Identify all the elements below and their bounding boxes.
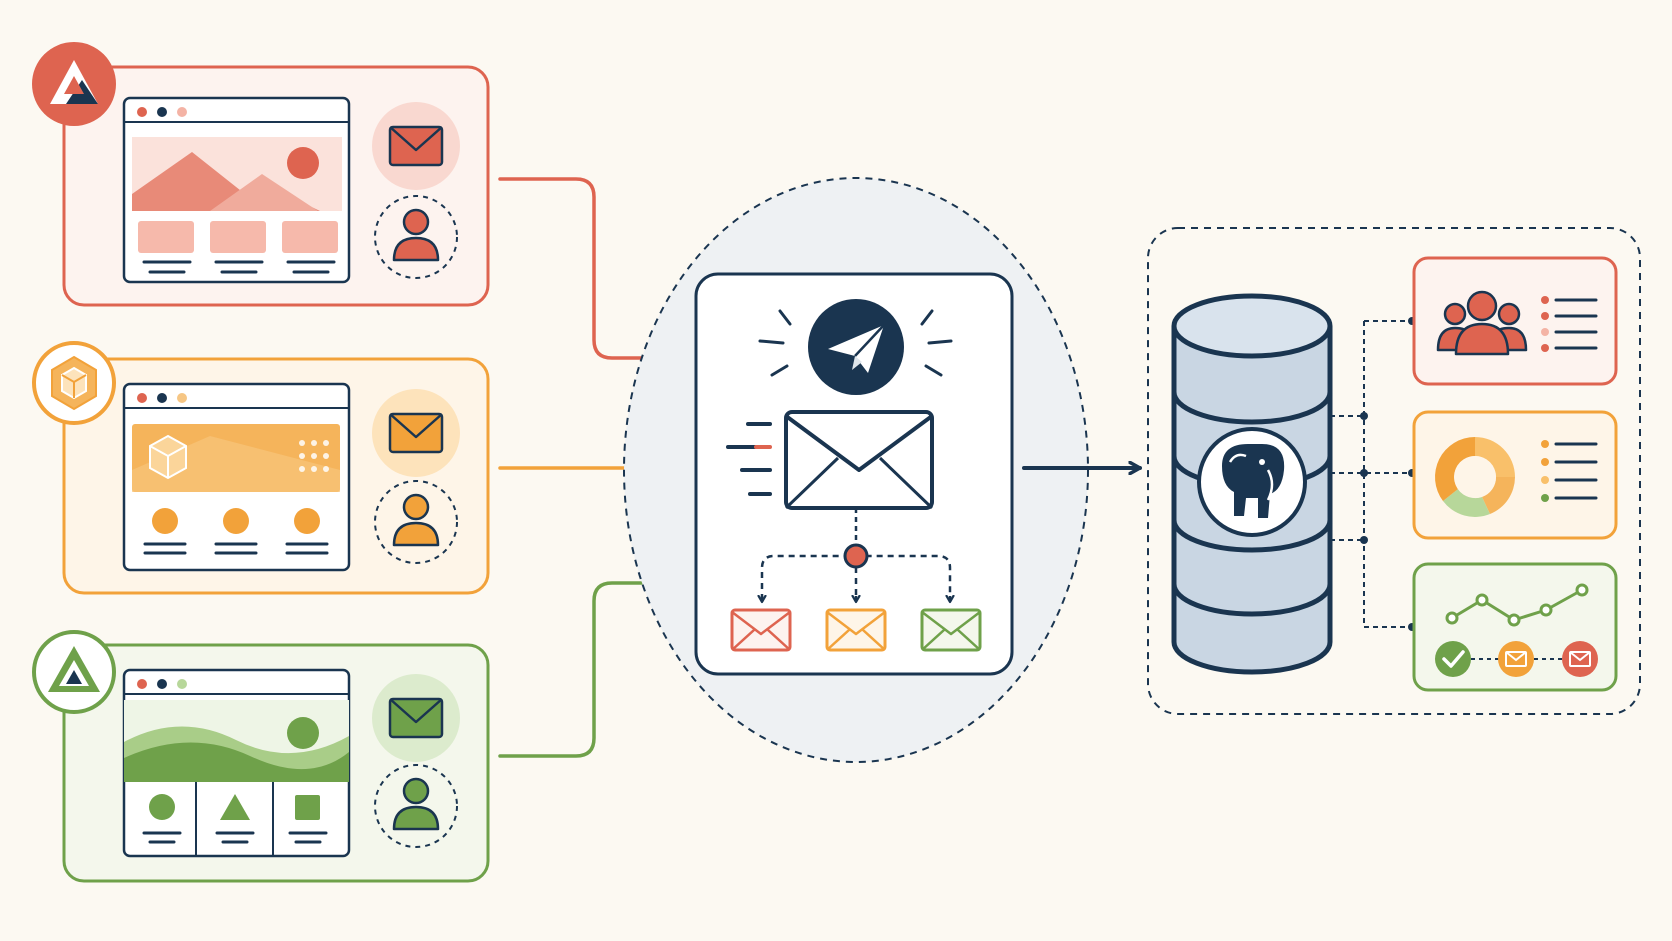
user-icon bbox=[374, 764, 458, 848]
distribution-node-icon bbox=[762, 508, 950, 602]
list-lines-icon bbox=[1541, 296, 1598, 352]
browser-mockup-red bbox=[122, 96, 351, 284]
orange-envelope-icon bbox=[825, 608, 887, 652]
envelope-icon bbox=[784, 410, 934, 510]
list-lines-icon bbox=[1541, 440, 1598, 502]
envelope-icon bbox=[372, 674, 460, 762]
user-group-icon bbox=[1436, 290, 1528, 356]
browser-mockup-orange bbox=[122, 382, 351, 572]
storage-branch-lines bbox=[1330, 320, 1412, 628]
check-icon bbox=[1435, 641, 1471, 677]
mountain-image-placeholder-icon bbox=[132, 137, 342, 211]
stats-panel bbox=[1412, 410, 1618, 540]
source-card-red bbox=[62, 65, 490, 307]
telegram-paper-plane-icon bbox=[758, 299, 953, 395]
donut-chart-icon bbox=[1434, 437, 1515, 517]
wave-image-placeholder-icon bbox=[124, 700, 349, 782]
envelope-icon bbox=[1498, 641, 1534, 677]
cube-banner-icon bbox=[132, 424, 340, 492]
storage-section bbox=[1147, 227, 1641, 715]
status-panel bbox=[1412, 562, 1618, 692]
hexagon-cube-logo-icon bbox=[32, 341, 116, 425]
triangle-logo-icon bbox=[32, 42, 116, 126]
users-panel bbox=[1412, 256, 1618, 386]
envelope-icon bbox=[372, 389, 460, 477]
envelope-icon bbox=[1562, 641, 1598, 677]
red-envelope-icon bbox=[730, 608, 792, 652]
envelope-icon bbox=[372, 102, 460, 190]
browser-mockup-green bbox=[122, 668, 351, 858]
speed-lines-icon bbox=[726, 422, 772, 496]
source-card-green bbox=[62, 643, 490, 883]
user-icon bbox=[374, 195, 458, 279]
green-connector-arrow bbox=[498, 583, 682, 758]
postgresql-elephant-icon bbox=[1197, 427, 1307, 537]
nested-triangle-logo-icon bbox=[32, 630, 116, 714]
green-envelope-icon bbox=[920, 608, 982, 652]
source-card-orange bbox=[62, 357, 490, 595]
user-icon bbox=[374, 480, 458, 564]
message-hub bbox=[623, 177, 1089, 763]
line-chart-icon bbox=[1445, 583, 1589, 627]
red-connector-arrow bbox=[498, 177, 682, 358]
